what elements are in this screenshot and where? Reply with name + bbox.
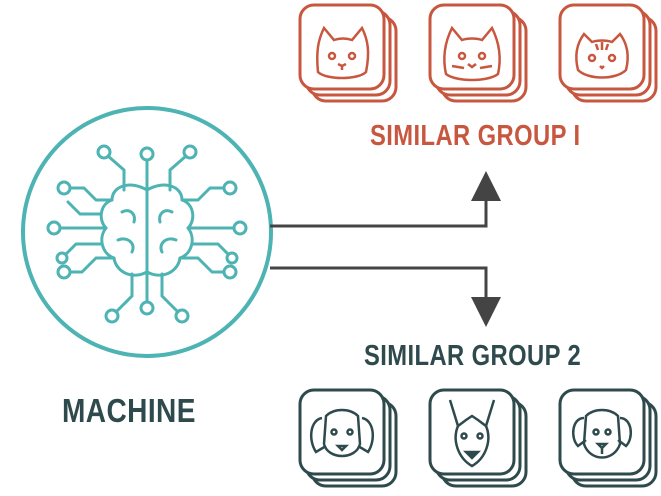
cat-card-3 bbox=[558, 3, 658, 103]
arrow-to-group2 bbox=[270, 266, 501, 327]
dog-card-1 bbox=[298, 388, 398, 488]
dog-face-icon bbox=[448, 399, 496, 468]
cat-card-1 bbox=[298, 3, 398, 103]
group1-cards bbox=[298, 3, 658, 103]
group1-label: SIMILAR GROUP I bbox=[370, 120, 581, 152]
machine-circle bbox=[21, 106, 273, 358]
brain-circuit-icon bbox=[46, 144, 248, 324]
machine-label: MACHINE bbox=[62, 392, 196, 429]
dog-face-icon bbox=[309, 408, 375, 458]
connectors bbox=[270, 171, 501, 327]
machine-node bbox=[21, 106, 273, 358]
cat-face-icon bbox=[575, 32, 629, 79]
dog-card-2 bbox=[428, 388, 528, 488]
arrow-to-group1 bbox=[270, 171, 501, 228]
cat-face-icon bbox=[316, 25, 370, 80]
cat-card-2 bbox=[428, 3, 528, 103]
dog-card-3 bbox=[558, 388, 658, 488]
cat-face-icon bbox=[443, 25, 501, 82]
group2-cards bbox=[298, 388, 658, 488]
group2-label: SIMILAR GROUP 2 bbox=[364, 340, 582, 372]
dog-face-icon bbox=[571, 408, 633, 459]
